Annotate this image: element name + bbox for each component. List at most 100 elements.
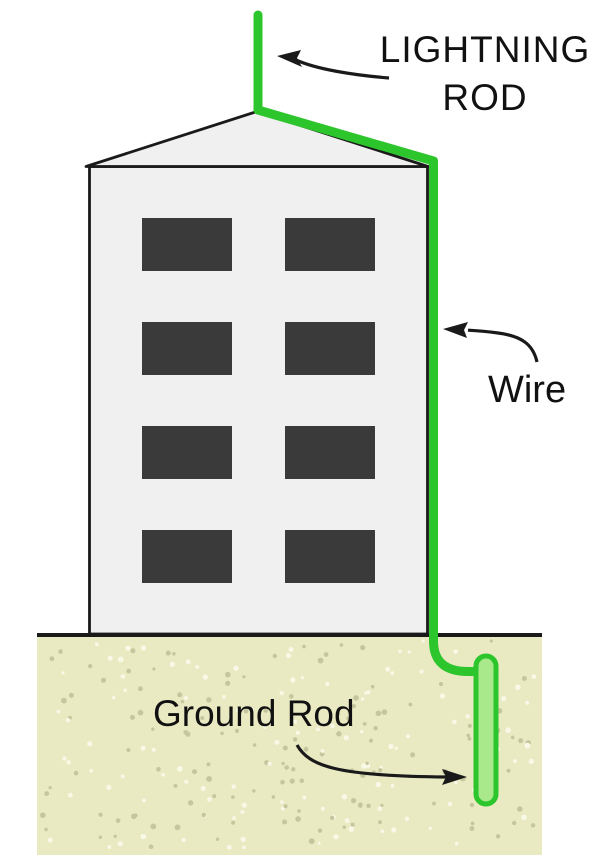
soil-dot: [225, 680, 231, 686]
soil-dot: [185, 659, 191, 665]
soil-dot: [299, 778, 305, 783]
soil-dot: [151, 747, 156, 752]
lightning-rod-label-line2: ROD: [442, 77, 528, 118]
window: [142, 218, 232, 271]
lightning-rod-and-wire: [253, 10, 487, 676]
soil-dot: [375, 781, 382, 788]
soil-dot: [156, 767, 161, 772]
soil-dot: [207, 797, 212, 802]
soil-dot: [117, 656, 124, 663]
soil-dot: [140, 833, 147, 840]
soil-dot: [173, 783, 178, 788]
soil-dot: [152, 667, 156, 671]
soil-dot: [521, 814, 527, 821]
window: [285, 530, 375, 583]
soil-dot: [454, 780, 458, 785]
soil-dot: [302, 795, 307, 800]
soil-dot: [317, 657, 324, 664]
ground-rod-arrow: [295, 744, 467, 785]
soil-dot: [289, 778, 295, 784]
soil-dot: [212, 794, 217, 799]
soil-dot: [177, 767, 182, 772]
soil-dot: [370, 684, 375, 689]
soil-dot: [271, 795, 276, 799]
window: [285, 218, 375, 271]
window: [142, 530, 232, 583]
soil-dot: [438, 682, 444, 687]
soil-dot: [181, 837, 186, 843]
soil-dot: [358, 802, 363, 807]
soil-dot: [68, 692, 74, 698]
soil-dot: [317, 828, 323, 833]
soil-dot: [290, 677, 296, 683]
arrowhead-icon: [442, 769, 467, 785]
soil-dot: [47, 837, 53, 843]
soil-dot: [360, 645, 366, 651]
soil-dot: [353, 695, 359, 701]
soil-dot: [368, 738, 374, 743]
soil-dot: [107, 845, 112, 849]
soil-dot: [524, 742, 531, 749]
soil-dot: [231, 795, 235, 799]
soil-dot: [272, 653, 277, 659]
soil-dot: [187, 800, 194, 806]
soil-dot: [231, 784, 236, 789]
soil-dot: [98, 812, 103, 817]
soil-dot: [439, 693, 446, 699]
soil-dot: [289, 694, 294, 699]
soil-dot: [280, 779, 285, 785]
wire-arrow: [443, 322, 539, 363]
soil-dot: [130, 714, 135, 720]
lightning-rod-label: LIGHTNING ROD: [325, 26, 600, 122]
soil-dot: [360, 729, 364, 734]
soil-dot: [220, 731, 224, 736]
soil-dot: [241, 802, 247, 808]
soil-dot: [126, 748, 131, 752]
soil-dot: [126, 668, 131, 674]
soil-dot: [360, 697, 365, 701]
soil-dot: [365, 761, 369, 765]
soil-dot: [341, 793, 348, 800]
soil-dot: [330, 723, 335, 729]
soil-dot: [517, 806, 523, 812]
soil-dot: [408, 702, 413, 707]
soil-dot: [44, 791, 50, 796]
soil-dot: [465, 714, 470, 719]
soil-dot: [283, 804, 288, 809]
soil-dot: [300, 675, 305, 680]
soil-dot: [342, 825, 346, 829]
soil-dot: [378, 768, 383, 773]
ground-rod: [473, 653, 499, 807]
soil-dot: [375, 710, 382, 717]
soil-dot: [390, 671, 395, 676]
soil-dot: [421, 639, 425, 643]
soil-dot: [184, 696, 188, 700]
soil-dot: [295, 816, 301, 822]
lightning-rod-label-line1: LIGHTNING: [379, 29, 591, 70]
soil-dot: [44, 827, 48, 832]
soil-dot: [466, 733, 471, 738]
soil-dot: [215, 837, 220, 841]
soil-dot: [183, 730, 188, 735]
soil-dot: [140, 745, 146, 751]
soil-dot: [169, 661, 176, 667]
soil-dot: [454, 841, 459, 846]
soil-dot: [250, 707, 254, 712]
soil-dot: [366, 690, 371, 695]
soil-dot: [107, 655, 113, 661]
soil-dot: [206, 762, 211, 767]
soil-dot: [390, 783, 395, 788]
soil-dot: [231, 820, 236, 825]
soil-dot: [373, 726, 378, 731]
soil-dot: [317, 841, 321, 845]
ground-rod-label: Ground Rod: [153, 693, 355, 734]
soil-dot: [68, 792, 73, 798]
soil-dot: [151, 727, 155, 731]
soil-dot: [530, 823, 536, 828]
soil-dot: [138, 686, 143, 692]
soil-dot: [240, 836, 246, 842]
soil-dot: [348, 826, 355, 832]
soil-dot: [148, 844, 154, 849]
soil-dot: [73, 770, 79, 776]
soil-dot: [495, 834, 501, 839]
